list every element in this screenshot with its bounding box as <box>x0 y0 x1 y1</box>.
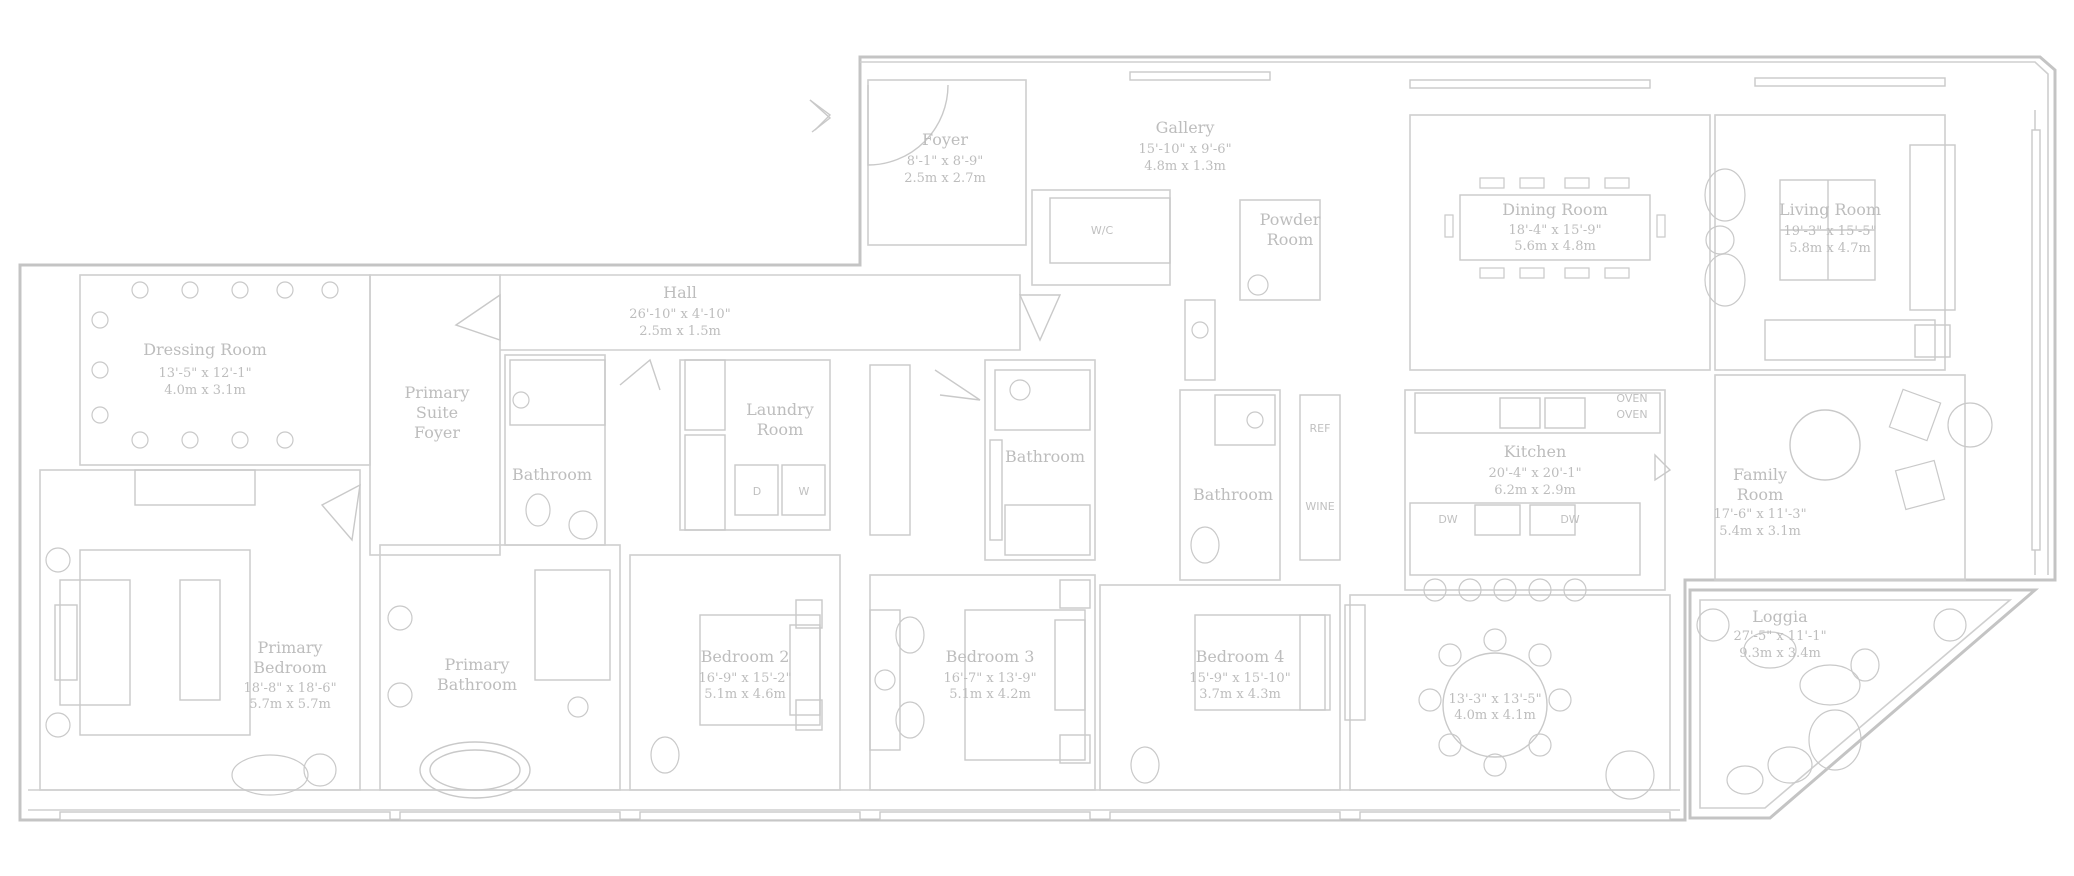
hall-dim-ft: 26'-10" x 4'-10" <box>629 307 730 322</box>
dining-room-dim-m: 5.6m x 4.8m <box>1514 239 1596 254</box>
dressing-room-label: Dressing Room <box>143 340 267 359</box>
gallery-dim-ft: 15'-10" x 9'-6" <box>1138 142 1231 157</box>
loggia-dim-m: 9.3m x 3.4m <box>1739 646 1821 661</box>
bedroom-2-dim-ft: 16'-9" x 15'-2" <box>698 671 791 686</box>
appliance-labels: W/C DW DW OVEN OVEN REF WINE D W <box>753 224 1648 526</box>
room-labels: Foyer 8'-1" x 8'-9" 2.5m x 2.7m Gallery … <box>143 118 1881 723</box>
oven-1-label: OVEN <box>1616 392 1647 405</box>
dining-room-dim-ft: 18'-4" x 15'-9" <box>1508 223 1601 238</box>
primary-bedroom-dim-m: 5.7m x 5.7m <box>249 697 331 712</box>
laundry-room-label-2: Room <box>757 420 803 439</box>
breakfast-dim-m: 4.0m x 4.1m <box>1454 708 1536 723</box>
windows <box>59 71 2041 821</box>
bathroom-2-label: Bathroom <box>1005 447 1085 466</box>
bedroom-3-dim-m: 5.1m x 4.2m <box>949 687 1031 702</box>
living-room-dim-ft: 19'-3" x 15'-5" <box>1783 224 1876 239</box>
family-room-label-2: Room <box>1737 485 1783 504</box>
dishwasher-1-label: DW <box>1438 513 1457 526</box>
dining-room-label: Dining Room <box>1502 200 1607 219</box>
dressing-room-dim-m: 4.0m x 3.1m <box>164 383 246 398</box>
oven-2-label: OVEN <box>1616 408 1647 421</box>
gallery-label: Gallery <box>1156 118 1215 137</box>
suite-foyer-label-2: Suite <box>416 403 458 422</box>
ref-label: REF <box>1310 422 1331 435</box>
bedroom-3-label: Bedroom 3 <box>946 647 1035 666</box>
bathroom-1-label: Bathroom <box>512 465 592 484</box>
living-room-label: Living Room <box>1779 200 1881 219</box>
hall-dim-m: 2.5m x 1.5m <box>639 324 721 339</box>
hall-label: Hall <box>663 283 697 302</box>
wine-label: WINE <box>1305 500 1334 513</box>
primary-bedroom-label-2: Bedroom <box>253 658 327 677</box>
bedroom-2-label: Bedroom 2 <box>701 647 790 666</box>
powder-room-label: Powder <box>1260 210 1321 229</box>
kitchen-label: Kitchen <box>1504 442 1567 461</box>
bedroom-4-dim-m: 3.7m x 4.3m <box>1199 687 1281 702</box>
furniture <box>45 144 1993 800</box>
primary-bathroom-label: Primary <box>445 655 510 674</box>
loggia-label: Loggia <box>1752 607 1808 626</box>
kitchen-dim-m: 6.2m x 2.9m <box>1494 483 1576 498</box>
washer-label: W <box>799 485 810 498</box>
kitchen-dim-ft: 20'-4" x 20'-1" <box>1488 466 1581 481</box>
dressing-room-dim-ft: 13'-5" x 12'-1" <box>158 366 251 381</box>
dryer-label: D <box>753 485 761 498</box>
family-room-dim-m: 5.4m x 3.1m <box>1719 524 1801 539</box>
foyer-label: Foyer <box>922 130 968 149</box>
primary-bathroom-label-2: Bathroom <box>437 675 517 694</box>
powder-room-label-2: Room <box>1267 230 1313 249</box>
family-room-dim-ft: 17'-6" x 11'-3" <box>1713 507 1806 522</box>
bedroom-4-dim-ft: 15'-9" x 15'-10" <box>1189 671 1290 686</box>
bathroom-3-label: Bathroom <box>1193 485 1273 504</box>
living-room-dim-m: 5.8m x 4.7m <box>1789 241 1871 256</box>
suite-foyer-label-3: Foyer <box>414 423 460 442</box>
breakfast-dim-ft: 13'-3" x 13'-5" <box>1448 692 1541 707</box>
wc-label: W/C <box>1091 224 1114 237</box>
bedroom-3-dim-ft: 16'-7" x 13'-9" <box>943 671 1036 686</box>
gallery-dim-m: 4.8m x 1.3m <box>1144 159 1226 174</box>
primary-bedroom-label: Primary <box>258 638 323 657</box>
bedroom-2-dim-m: 5.1m x 4.6m <box>704 687 786 702</box>
laundry-room-label: Laundry <box>746 400 814 419</box>
foyer-dim-m: 2.5m x 2.7m <box>904 171 986 186</box>
foyer-dim-ft: 8'-1" x 8'-9" <box>907 154 984 169</box>
loggia-dim-ft: 27'-5" x 11'-1" <box>1733 629 1826 644</box>
suite-foyer-label: Primary <box>405 383 470 402</box>
entry-arrow-icon <box>809 99 832 131</box>
door-swings <box>320 84 1672 542</box>
primary-bedroom-dim-ft: 18'-8" x 18'-6" <box>243 681 336 696</box>
dishwasher-2-label: DW <box>1560 513 1579 526</box>
family-room-label: Family <box>1733 465 1787 484</box>
bedroom-4-label: Bedroom 4 <box>1196 647 1285 666</box>
